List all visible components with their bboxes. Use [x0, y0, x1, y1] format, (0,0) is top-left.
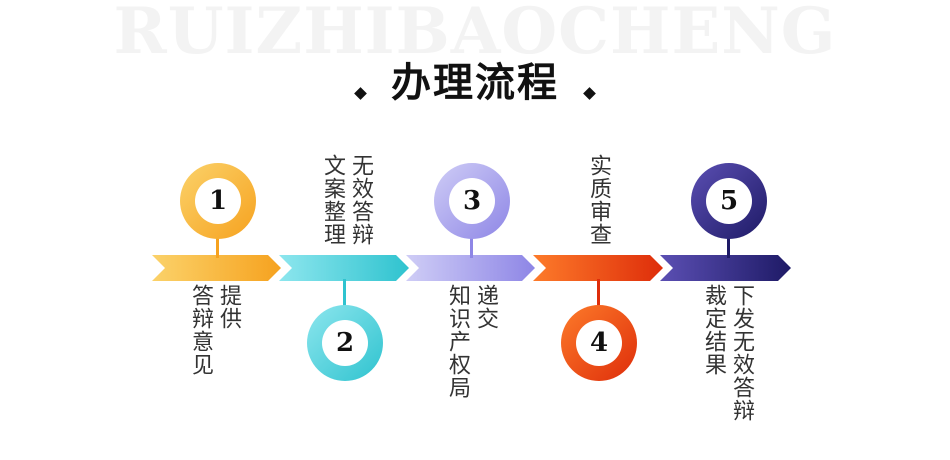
watermark-text: RUIZHIBAOCHENG [113, 0, 837, 69]
step-5-number: 5 [706, 178, 752, 224]
step-3-label: 递交知识产权局 [445, 284, 498, 399]
page-title: 办理流程 [391, 59, 559, 106]
step-4-connector [597, 279, 600, 309]
step-4-circle: 4 [561, 305, 637, 381]
step-3-circle: 3 [434, 163, 510, 239]
step-5-circle: 5 [691, 163, 767, 239]
step-2-connector [343, 279, 346, 309]
step-3-connector [470, 236, 473, 258]
step-1-number: 1 [195, 178, 241, 224]
step-2-circle: 2 [307, 305, 383, 381]
title-row: 办理流程 [0, 55, 950, 111]
arrow-segment-4 [533, 255, 663, 281]
step-4-number: 4 [576, 320, 622, 366]
arrow-segment-1 [152, 255, 281, 281]
step-3-number: 3 [449, 178, 495, 224]
step-2-number: 2 [322, 320, 368, 366]
step-1-label: 提供答辩意见 [188, 284, 241, 376]
arrow-segment-3 [406, 255, 535, 281]
step-1-connector [216, 236, 219, 258]
step-4-label: 实质审查 [586, 154, 611, 246]
arrow-segment-2 [279, 255, 409, 281]
step-1-circle: 1 [180, 163, 256, 239]
arrow-segment-5 [660, 255, 791, 281]
step-5-label: 下发无效答辩裁定结果 [701, 284, 754, 422]
step-5-connector [727, 236, 730, 258]
step-2-label: 无效答辩文案整理 [320, 154, 373, 246]
